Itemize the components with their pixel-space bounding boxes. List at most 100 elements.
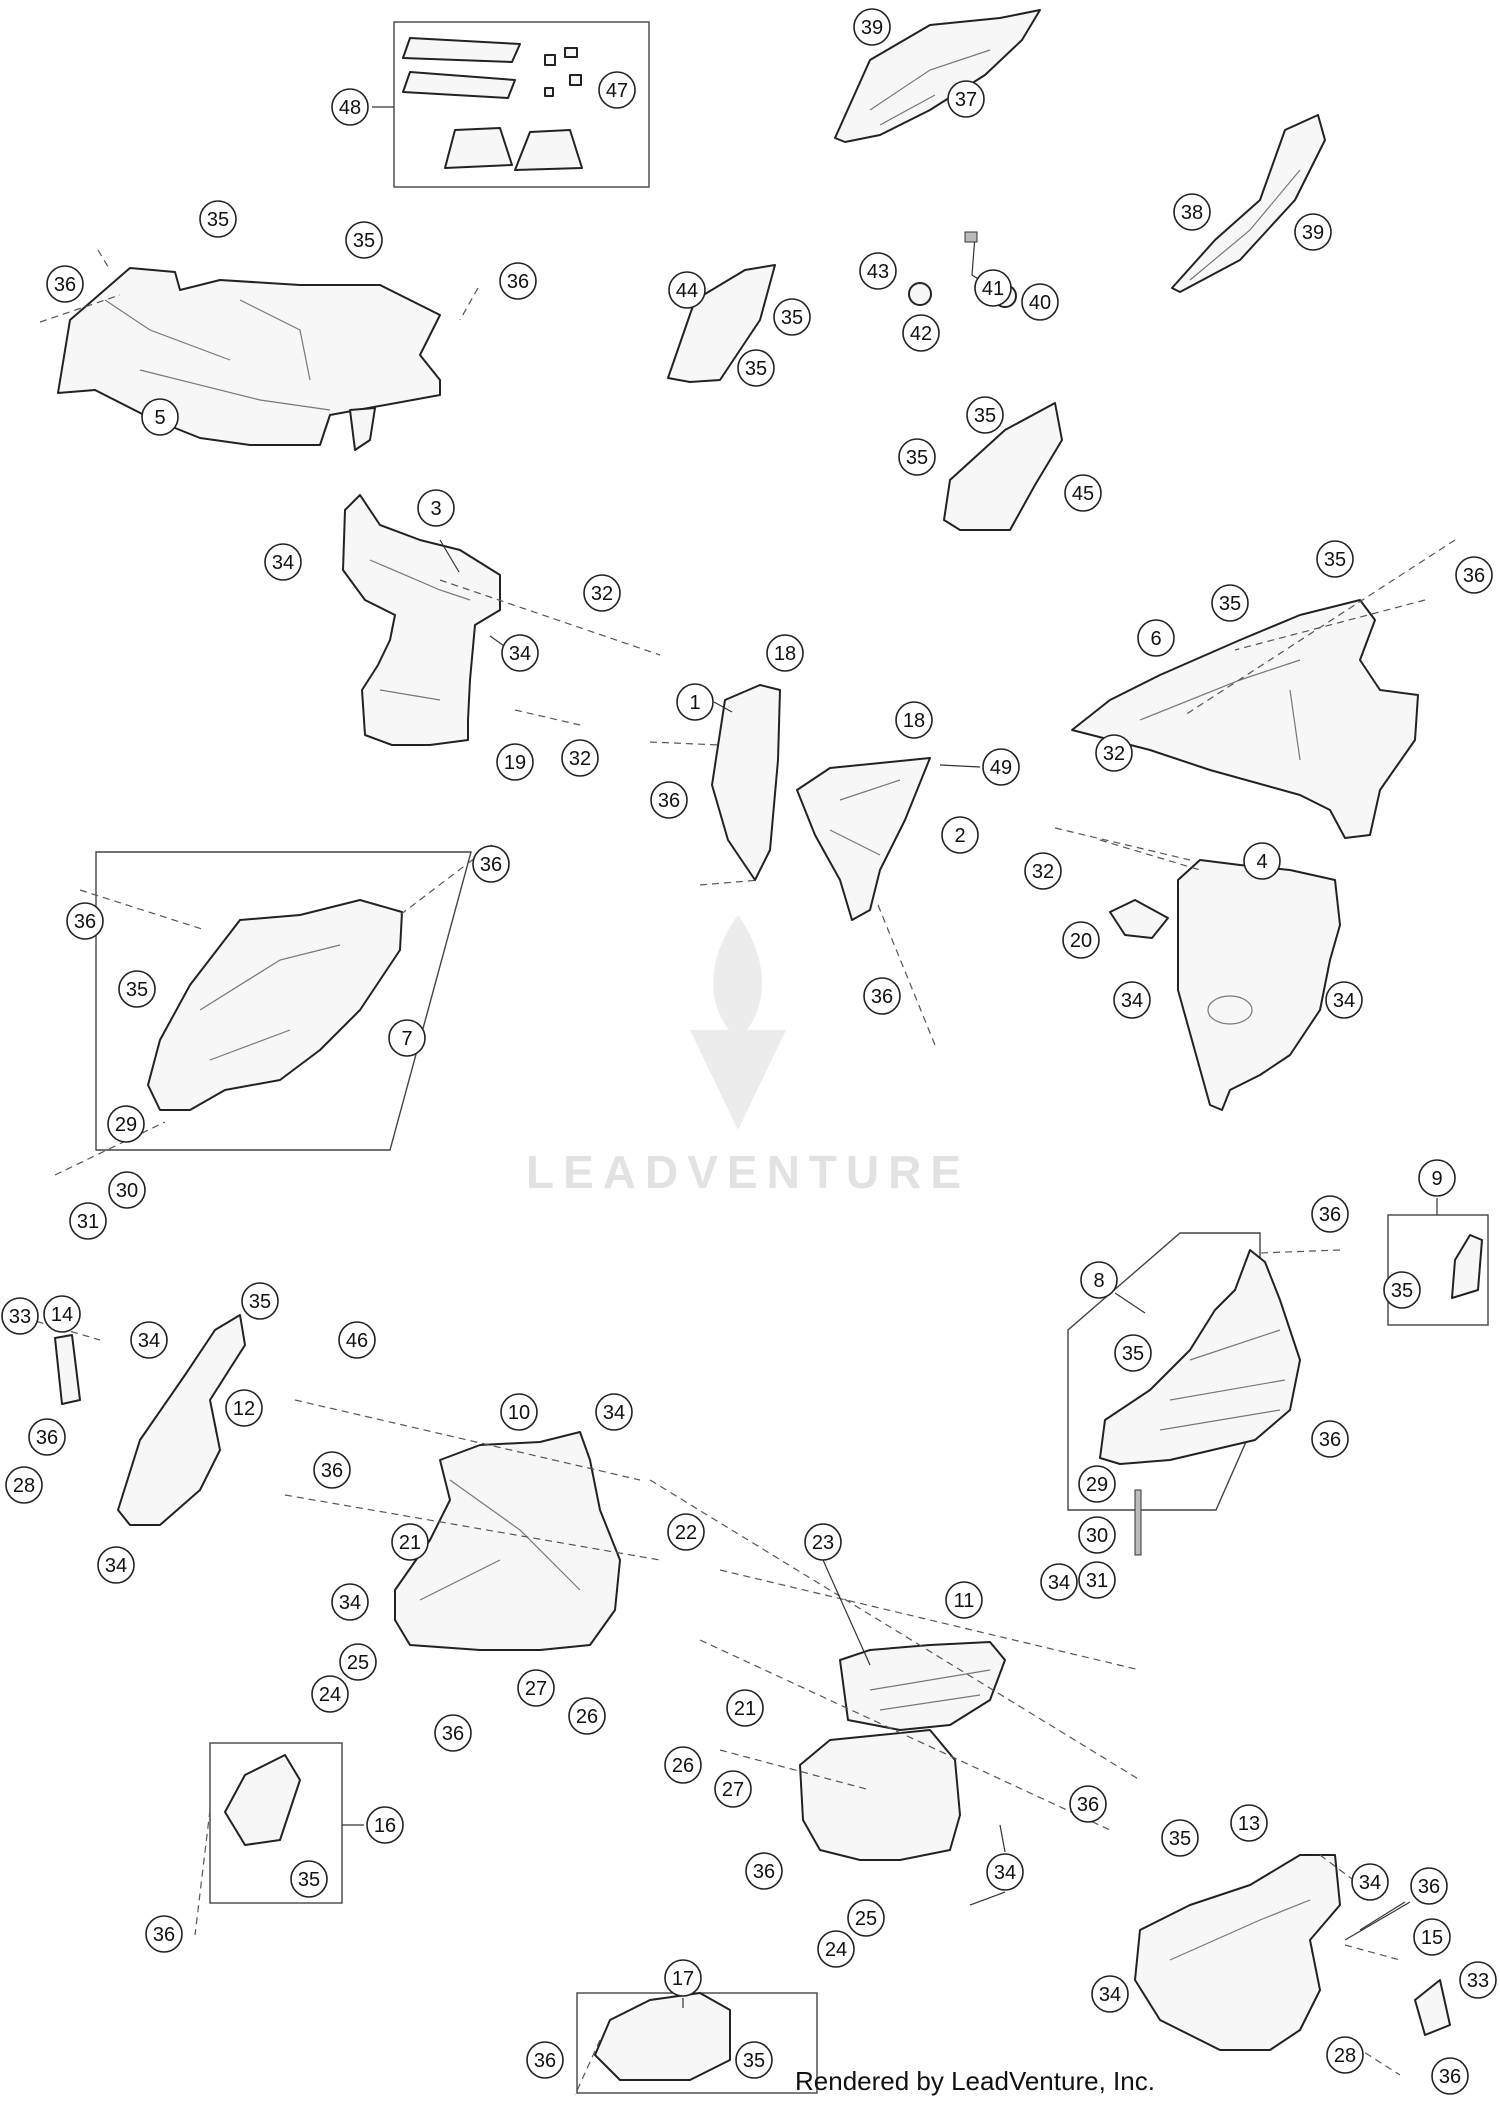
callout-label: 30 [1086, 1525, 1108, 1547]
fastener-lines [24, 249, 1456, 2096]
callout-24: 24 [817, 1930, 855, 1968]
part-47-small-pieces [544, 47, 582, 97]
callout-29: 29 [1078, 1465, 1116, 1503]
callout-circle [496, 743, 534, 781]
callout-26: 26 [568, 1697, 606, 1735]
callout-circle [1064, 474, 1102, 512]
callout-circle [898, 438, 936, 476]
callout-label: 34 [138, 1330, 160, 1352]
part-48-pad-right [514, 129, 583, 171]
callout-circle [1113, 981, 1151, 1019]
callout-circle [1410, 1867, 1448, 1905]
callout-label: 36 [54, 274, 76, 296]
callout-circle [46, 265, 84, 303]
callout-label: 3 [430, 498, 441, 520]
callout-35: 35 [1383, 1271, 1421, 1309]
callout-circle [676, 683, 714, 721]
callout-label: 35 [207, 209, 229, 231]
callout-39: 39 [1294, 213, 1332, 251]
callout-10: 10 [500, 1393, 538, 1431]
callout-label: 32 [1032, 861, 1054, 883]
callout-label: 36 [442, 1723, 464, 1745]
callout-label: 47 [606, 80, 628, 102]
callout-circle [986, 1853, 1024, 1891]
callout-circle [1040, 1563, 1078, 1601]
callout-34: 34 [1040, 1563, 1078, 1601]
callout-label: 6 [1150, 628, 1161, 650]
part-14-reflector [54, 1334, 81, 1405]
callout-circle [331, 88, 369, 126]
callout-label: 32 [569, 748, 591, 770]
callout-circle [501, 634, 539, 672]
callout-circle [1095, 734, 1133, 772]
callout-label: 12 [233, 1398, 255, 1420]
callout-34: 34 [1325, 981, 1363, 1019]
callout-circle [1078, 1465, 1116, 1503]
callout-28: 28 [1326, 2036, 1364, 2074]
callout-label: 49 [990, 757, 1012, 779]
callout-41: 41 [974, 269, 1012, 307]
callout-34: 34 [595, 1393, 633, 1431]
callout-11: 11 [945, 1581, 983, 1619]
callout-29: 29 [107, 1105, 145, 1143]
callout-circle [1243, 842, 1281, 880]
callout-label: 29 [115, 1114, 137, 1136]
callout-circle [434, 1714, 472, 1752]
callout-36: 36 [1311, 1195, 1349, 1233]
callout-label: 17 [672, 1968, 694, 1990]
callout-circle [1021, 283, 1059, 321]
callout-21: 21 [726, 1689, 764, 1727]
callout-35: 35 [773, 298, 811, 336]
callout-36: 36 [145, 1915, 183, 1953]
callout-circle [945, 1581, 983, 1619]
part-30-31-bolt [1134, 1489, 1142, 1556]
callout-38: 38 [1173, 193, 1211, 231]
callout-21: 21 [391, 1523, 429, 1561]
callout-32: 32 [1095, 734, 1133, 772]
callout-circle [1062, 921, 1100, 959]
callout-label: 25 [347, 1652, 369, 1674]
callout-35: 35 [345, 221, 383, 259]
callout-label: 34 [339, 1592, 361, 1614]
callout-label: 20 [1070, 930, 1092, 952]
callout-label: 15 [1421, 1927, 1443, 1949]
callout-label: 35 [1169, 1828, 1191, 1850]
callout-32: 32 [583, 574, 621, 612]
callout-label: 36 [507, 271, 529, 293]
callout-circle [141, 398, 179, 436]
callout-13: 13 [1230, 1804, 1268, 1842]
callout-35: 35 [966, 396, 1004, 434]
callout-label: 38 [1181, 202, 1203, 224]
callout-circle [472, 845, 510, 883]
callout-circle [947, 80, 985, 118]
leader-lines [342, 106, 1438, 2008]
callout-36: 36 [526, 2041, 564, 2079]
parts [54, 9, 1483, 2081]
callout-circle [1024, 852, 1062, 890]
callout-circle [664, 1746, 702, 1784]
callout-label: 34 [105, 1555, 127, 1577]
part-5-upper-fairing [57, 267, 441, 446]
callout-label: 18 [903, 710, 925, 732]
part-5-bracket [349, 407, 376, 451]
callout-label: 27 [722, 1779, 744, 1801]
callout-label: 35 [1324, 549, 1346, 571]
callout-label: 48 [339, 97, 361, 119]
part-38-trim [1171, 114, 1326, 293]
watermark-v-shape [690, 1030, 786, 1130]
callout-label: 36 [1319, 1204, 1341, 1226]
part-37-tank-cover [834, 9, 1041, 143]
callout-circle [417, 489, 455, 527]
callout-label: 32 [1103, 743, 1125, 765]
callout-label: 36 [1077, 1794, 1099, 1816]
callout-label: 35 [743, 2050, 765, 2072]
callout-32: 32 [1024, 852, 1062, 890]
callout-42: 42 [902, 314, 940, 352]
callout-label: 36 [1319, 1429, 1341, 1451]
part-7-left-lower-panel [147, 899, 403, 1111]
callout-circle [290, 1860, 328, 1898]
callout-35: 35 [1211, 584, 1249, 622]
callout-12: 12 [225, 1389, 263, 1427]
